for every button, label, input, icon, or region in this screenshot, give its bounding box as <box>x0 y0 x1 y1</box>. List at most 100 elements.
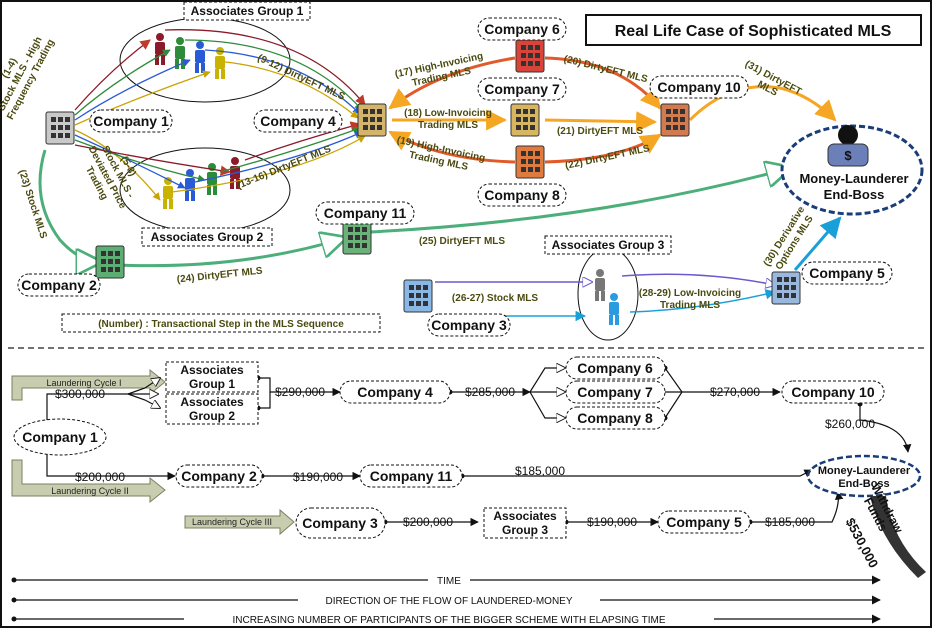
arrow-25 <box>369 168 790 234</box>
svg-text:Company 3: Company 3 <box>431 317 507 333</box>
arrow-22 <box>544 133 662 164</box>
laundering-cycle-2-banner: Laundering Cycle II <box>11 459 166 504</box>
associates-group3-people <box>595 269 619 325</box>
group2-label: Associates Group 2 <box>141 227 273 247</box>
step-9-12-label: (9-12) DirtyEFT MLS <box>256 53 347 103</box>
amount-270000: $270,000 <box>710 385 760 399</box>
company4-building-icon <box>357 103 387 137</box>
company2-label: Company 2 <box>17 273 101 297</box>
svg-text:Associates: Associates <box>180 363 244 377</box>
company7-label: Company 7 <box>477 77 567 101</box>
svg-text:Group 1: Group 1 <box>189 377 235 391</box>
svg-text:Company 2: Company 2 <box>181 468 257 484</box>
amount-300000: $300,000 <box>55 387 105 401</box>
company6-label: Company 6 <box>477 17 567 41</box>
company8-label: Company 8 <box>477 183 567 207</box>
svg-text:Company 5: Company 5 <box>666 514 742 530</box>
step-19-label: (19) High-Invoicing Trading MLS <box>396 135 486 173</box>
svg-text:Trading MLS: Trading MLS <box>418 120 478 131</box>
arrow-20 <box>544 56 662 110</box>
company4-label: Company 4 <box>253 109 343 133</box>
svg-text:Company 3: Company 3 <box>302 515 378 531</box>
axis-participants: INCREASING NUMBER OF PARTICIPANTS OF THE… <box>11 612 881 626</box>
company2-building-icon <box>95 245 125 279</box>
step-20-label: (20) DirtyEFT MLS <box>562 54 649 86</box>
svg-text:End-Boss: End-Boss <box>838 478 889 490</box>
bottom-company2-node: Company 2 <box>175 464 263 488</box>
amount-200000-cycle2: $200,000 <box>75 470 125 484</box>
company11-building-icon <box>342 221 372 255</box>
svg-text:Associates Group 1: Associates Group 1 <box>191 4 304 18</box>
company6-building-icon <box>515 39 545 73</box>
axis-time: TIME <box>11 573 881 587</box>
group3-ellipse <box>577 247 639 341</box>
company5-building-icon <box>771 271 801 305</box>
svg-text:Company 1: Company 1 <box>22 429 98 445</box>
bottom-company6-node: Company 6 <box>565 356 666 380</box>
svg-text:Company 5: Company 5 <box>809 265 885 281</box>
title-box <box>585 14 922 46</box>
svg-text:Money-Launderer: Money-Launderer <box>818 465 911 477</box>
svg-text:Company 6: Company 6 <box>577 360 653 376</box>
amount-190000-cycle2: $190,000 <box>293 470 343 484</box>
money-launderer-boss: $ Money-Launderer End-Boss <box>780 124 924 216</box>
svg-text:Company 4: Company 4 <box>357 384 433 400</box>
amount-285000: $285,000 <box>465 385 515 399</box>
svg-text:Company 4: Company 4 <box>260 113 336 129</box>
bottom-company10-node: Company 10 <box>781 380 885 404</box>
bottom-boss-node: Money-Launderer End-Boss <box>806 454 922 498</box>
laundering-cycle-1-banner: Laundering Cycle I <box>11 368 166 401</box>
company1-building-icon <box>45 111 75 145</box>
svg-text:Company 2: Company 2 <box>21 277 97 293</box>
svg-text:(28-29) Low-Invoicing: (28-29) Low-Invoicing <box>639 288 741 299</box>
bottom-company11-node: Company 11 <box>359 464 463 488</box>
step-13-16-label: (13-16) DirtyEFT MLS <box>235 144 333 192</box>
svg-text:Laundering Cycle II: Laundering Cycle II <box>51 486 129 496</box>
svg-text:Company 7: Company 7 <box>484 81 560 97</box>
svg-text:Associates Group 3: Associates Group 3 <box>552 238 665 252</box>
axis-flow: DIRECTION OF THE FLOW OF LAUNDERED-MONEY <box>11 593 881 607</box>
amount-190000-cycle3: $190,000 <box>587 515 637 529</box>
bottom-company5-node: Company 5 <box>657 510 751 534</box>
svg-text:Company 8: Company 8 <box>484 187 560 203</box>
step-26-27-label: (26-27) Stock MLS <box>452 293 538 304</box>
legend-note: (Number) : Transactional Step in the MLS… <box>61 313 381 333</box>
svg-text:Company 7: Company 7 <box>577 384 653 400</box>
step-25-label: (25) DirtyEFT MLS <box>419 236 505 247</box>
amount-185000-cycle3: $185,000 <box>765 515 815 529</box>
svg-text:INCREASING NUMBER OF PARTICIPA: INCREASING NUMBER OF PARTICIPANTS OF THE… <box>232 615 665 626</box>
boss-label-line2: End-Boss <box>824 187 885 202</box>
arrow-19 <box>388 130 516 164</box>
amount-185000-cycle2: $185,000 <box>515 464 565 478</box>
svg-text:Associates: Associates <box>493 509 557 523</box>
svg-text:Company 11: Company 11 <box>324 205 407 221</box>
svg-text:Laundering Cycle I: Laundering Cycle I <box>46 378 121 388</box>
company3-building-icon <box>403 279 433 313</box>
company8-building-icon <box>515 145 545 179</box>
arrow-31 <box>688 85 837 122</box>
step-22-label: (22) DirtyEFT MLS <box>564 143 651 172</box>
bottom-company1-node: Company 1 <box>13 418 107 456</box>
arrow-21 <box>544 111 658 133</box>
step-24-label: (24) DirtyEFT MLS <box>176 266 263 286</box>
svg-text:Company 10: Company 10 <box>791 384 874 400</box>
bottom-company4-node: Company 4 <box>339 380 451 404</box>
svg-text:Associates: Associates <box>180 395 244 409</box>
arrow-30 <box>793 216 842 271</box>
company11-label: Company 11 <box>315 201 415 225</box>
group1-label: Associates Group 1 <box>183 1 311 21</box>
bottom-group3-node: Associates Group 3 <box>483 507 567 539</box>
step-21-label: (21) DirtyEFT MLS <box>557 126 643 137</box>
company1-label: Company 1 <box>89 109 173 133</box>
boss-label-line1: Money-Launderer <box>799 171 908 186</box>
arrows-company1-to-groups <box>74 39 232 201</box>
step-28-29-label: (28-29) Low-Invoicing Trading MLS <box>639 288 741 311</box>
bottom-company3-node: Company 3 <box>295 507 386 539</box>
step-17-label: (17) High-Invoicing Trading MLS <box>394 51 484 89</box>
amount-290000: $290,000 <box>275 385 325 399</box>
svg-text:(Number) : Transactional Step: (Number) : Transactional Step in the MLS… <box>98 319 344 330</box>
svg-text:Company 6: Company 6 <box>484 21 560 37</box>
svg-text:Company 8: Company 8 <box>577 410 653 426</box>
svg-text:Company 10: Company 10 <box>657 79 740 95</box>
